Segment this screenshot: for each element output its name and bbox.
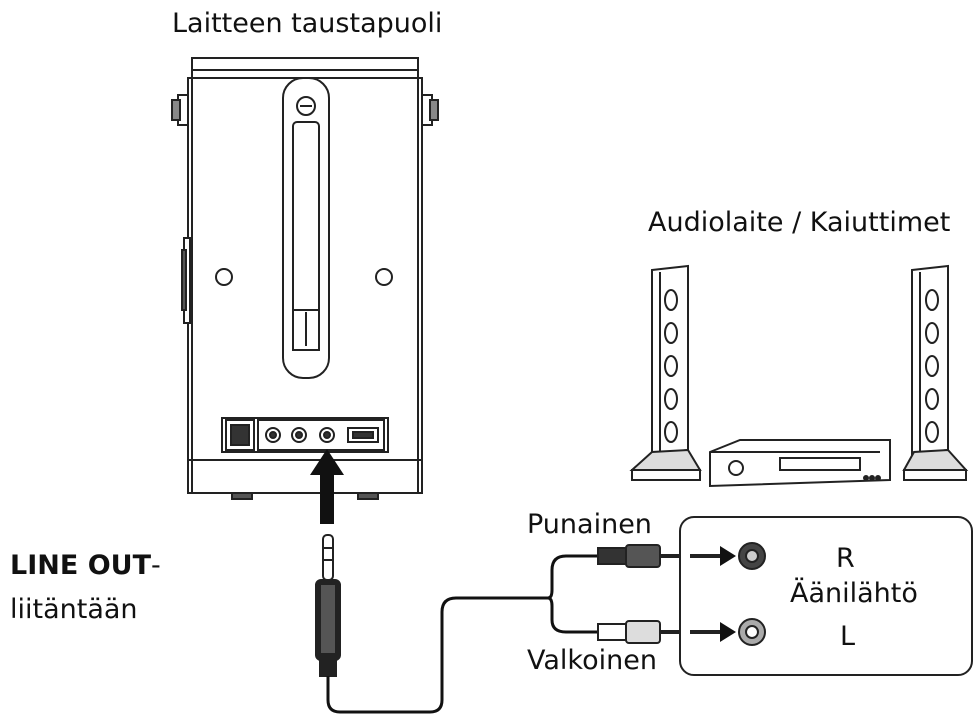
red-plug-label: Punainen xyxy=(527,509,652,540)
arrow-right-icon xyxy=(690,546,736,642)
arrow-up-icon xyxy=(310,449,344,524)
radio-back-view xyxy=(171,57,439,500)
rca-jack-left xyxy=(738,618,766,646)
rca-jack-right xyxy=(738,542,766,570)
audio-output-box xyxy=(679,516,973,676)
right-channel-label: R xyxy=(836,543,855,574)
line-out-dash: - xyxy=(151,550,161,581)
white-plug-label: Valkoinen xyxy=(527,645,657,676)
line-out-bold: LINE OUT xyxy=(10,550,151,581)
amplifier-unit xyxy=(709,439,891,488)
audio-device-label: Audiolaite / Kaiuttimet xyxy=(648,207,951,238)
speaker-right xyxy=(902,264,969,481)
audio-output-label: Äänilähtö xyxy=(790,578,918,609)
device-back-label: Laitteen taustapuoli xyxy=(172,8,443,39)
rca-plug-red xyxy=(597,544,680,568)
speaker-left xyxy=(629,264,702,481)
line-out-label: LINE OUT- xyxy=(10,552,161,579)
left-channel-label: L xyxy=(840,621,856,652)
rca-plug-white xyxy=(597,620,680,644)
cable-wire xyxy=(326,596,548,714)
line-out-sublabel: liitäntään xyxy=(10,594,138,625)
jack-plug-35mm xyxy=(315,534,341,677)
